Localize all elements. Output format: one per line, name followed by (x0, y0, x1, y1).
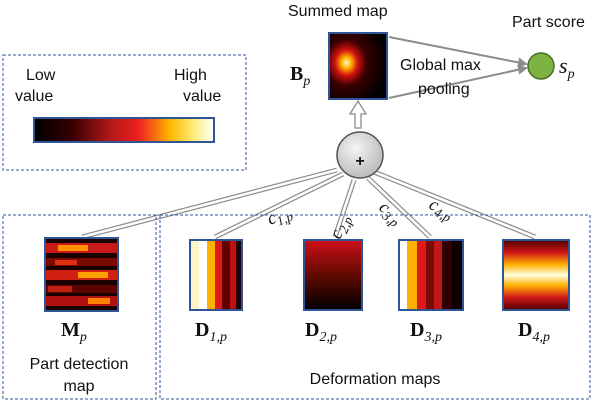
part-score-title: Part score (512, 14, 585, 31)
detection-caption-line2: map (63, 378, 94, 395)
detection-heatmap (44, 237, 119, 312)
deformation-map-4 (502, 239, 570, 311)
deformation-map-2 (303, 239, 363, 311)
pooling-label-line2: pooling (418, 81, 470, 98)
deformation-label-2: D2,p (305, 319, 337, 345)
sum-symbol: + (355, 153, 364, 170)
summed-map-heatmap (328, 32, 388, 100)
pooling-label-line1: Global max (400, 57, 481, 74)
legend-panel (2, 54, 247, 171)
detection-panel (2, 214, 157, 400)
summed-map-symbol: Bp (290, 63, 310, 89)
summed-map-title: Summed map (288, 3, 388, 20)
sum-to-map-arrow (348, 99, 368, 129)
weight-label-2: c2,p (325, 211, 356, 243)
deformation-map-1 (189, 239, 243, 311)
legend-low-label-line1: Low (26, 67, 56, 84)
detection-caption-line1: Part detection (30, 356, 129, 373)
input-lines (81, 167, 536, 240)
deformation-label-3: D3,p (410, 319, 442, 345)
detection-symbol: Mp (61, 319, 87, 345)
part-score-node (527, 52, 555, 80)
legend-high-label-line1: High (174, 67, 207, 84)
pooling-arrow-top (388, 36, 528, 68)
legend-low-label-line2: value (15, 88, 53, 105)
legend-high-label-line2: value (183, 88, 221, 105)
part-score-symbol: sp (559, 53, 575, 82)
deformation-label-4: D4,p (518, 319, 550, 345)
deformation-map-3 (398, 239, 464, 311)
deformation-panel (159, 214, 591, 400)
legend-colorbar (33, 117, 215, 143)
deformation-caption: Deformation maps (310, 371, 441, 388)
sum-node (336, 131, 384, 179)
weight-label-4: c4,p (425, 194, 457, 226)
deformation-label-1: D1,p (195, 319, 227, 345)
pooling-arrow-bottom (388, 64, 528, 99)
